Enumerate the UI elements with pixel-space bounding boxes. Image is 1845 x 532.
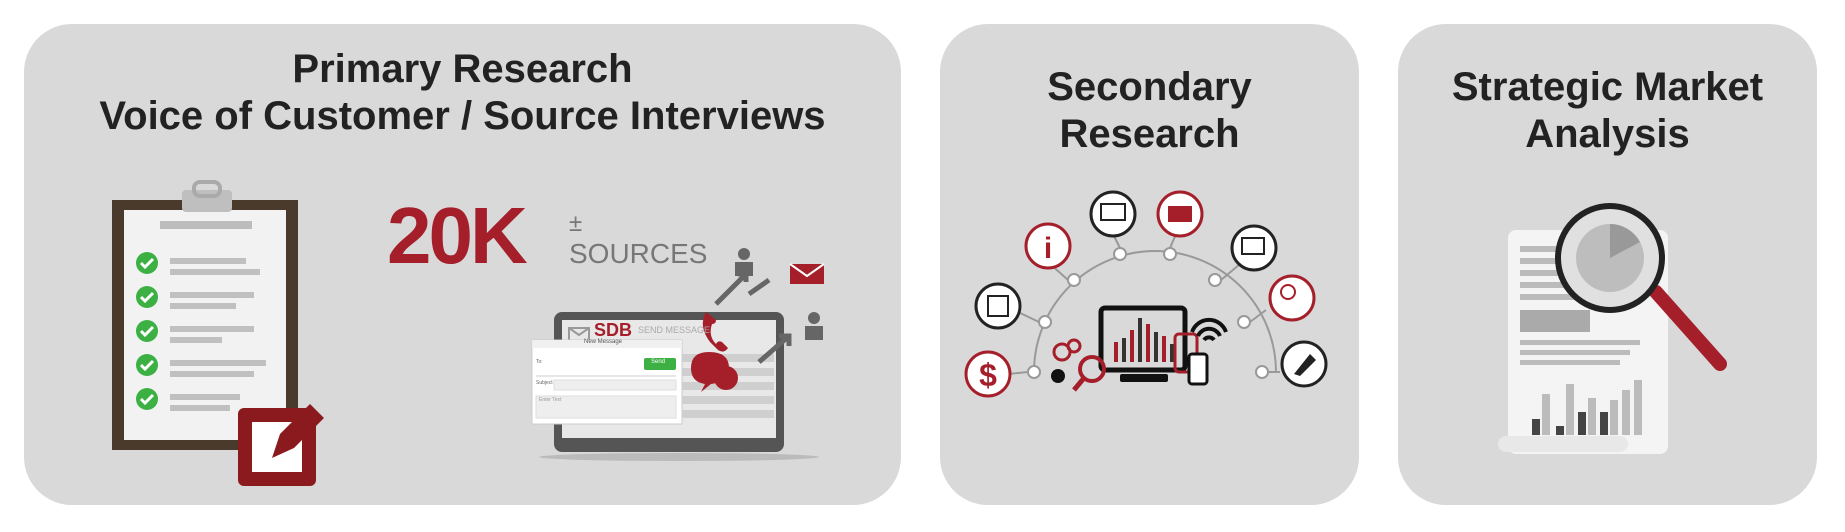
clipboard-checklist-icon (112, 180, 324, 486)
report-magnifier-illustration (1498, 203, 1727, 454)
sources-label: SOURCES (569, 238, 708, 269)
dialog-send-button[interactable]: Send (651, 359, 666, 365)
strategic-market-title: Strategic Market Analysis (1398, 64, 1817, 158)
research-network-illustration: $ i (964, 190, 1328, 398)
svg-text:$: $ (979, 357, 997, 393)
primary-research-title-line1: Primary Research (292, 47, 633, 91)
primary-research-title-line2: Voice of Customer / Source Interviews (99, 94, 826, 138)
dialog-title: New Message (584, 339, 623, 345)
secondary-research-title-line1: Secondary (1047, 65, 1252, 109)
primary-research-title: Primary Research Voice of Customer / Sou… (24, 46, 901, 140)
dialog-subject-label: Subject (536, 380, 553, 386)
laptop-header: SEND MESSAGE (638, 325, 711, 335)
secondary-research-title-line2: Research (1059, 112, 1240, 156)
dialog-body-placeholder: Enter Text (539, 397, 562, 403)
sources-count: 20K (387, 191, 528, 280)
strategic-market-card: Strategic Market Analysis (1398, 24, 1817, 505)
sources-plusminus: ± (569, 210, 583, 237)
strategic-market-title-line2: Analysis (1525, 112, 1690, 156)
secondary-research-title: Secondary Research (940, 64, 1359, 158)
laptop-messaging-illustration (531, 248, 825, 461)
dialog-to-label: To: (536, 359, 543, 365)
secondary-research-card: Secondary Research $ i (940, 24, 1359, 505)
laptop-brand: SDB (594, 320, 633, 340)
strategic-market-title-line1: Strategic Market (1451, 65, 1764, 109)
primary-research-card: Primary Research Voice of Customer / Sou… (24, 24, 901, 505)
svg-text:i: i (1044, 232, 1052, 265)
